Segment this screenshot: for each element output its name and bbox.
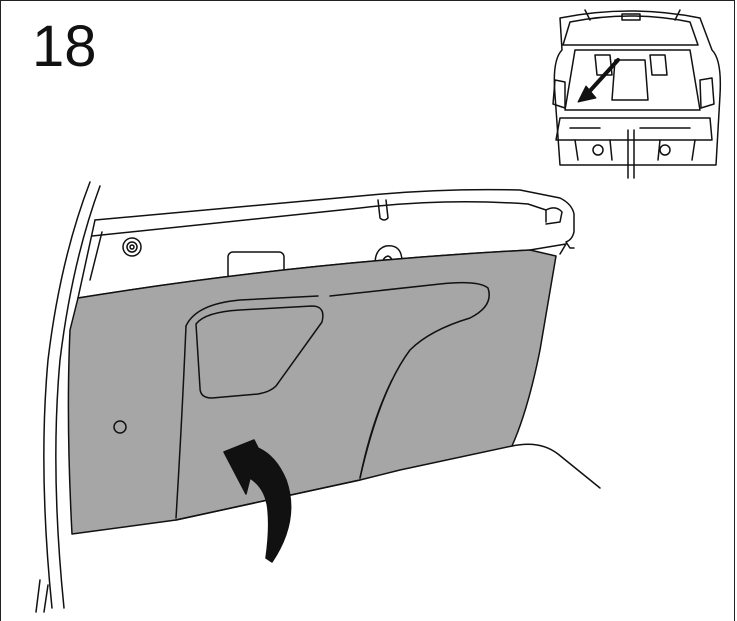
trunk-side-trim-panel [67, 249, 557, 535]
inset-vehicle-rear-view [552, 9, 722, 179]
step-number: 18 [32, 14, 97, 79]
curved-arrow-icon [223, 439, 292, 563]
pointer-arrow-icon [586, 58, 620, 95]
